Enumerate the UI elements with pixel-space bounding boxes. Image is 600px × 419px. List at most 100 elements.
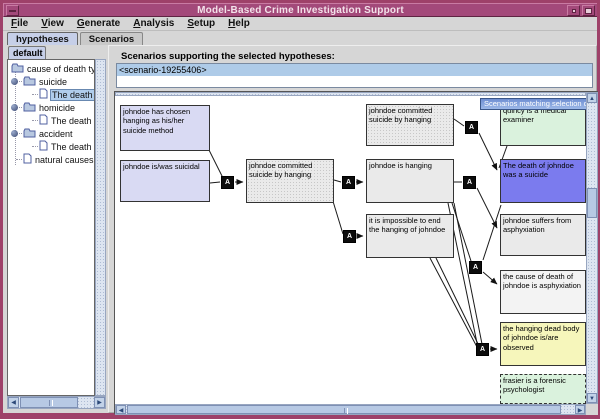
graph-node[interactable]: johndoe is hanging (366, 159, 454, 203)
scroll-thumb[interactable] (587, 188, 597, 218)
minimize-icon (572, 9, 576, 13)
and-node[interactable]: A (342, 176, 355, 189)
hypotheses-tree: cause of death typesuicideThe death of B… (7, 59, 95, 396)
menu-item-file[interactable]: File (11, 18, 29, 29)
scenario-panel-header: Scenarios supporting the selected hypoth… (121, 51, 335, 62)
folder-icon (11, 60, 24, 78)
scroll-left-icon: ◀ (118, 408, 124, 414)
document-icon (23, 151, 32, 169)
left-panel-tab-default[interactable]: default (8, 46, 46, 59)
and-node[interactable]: A (465, 121, 478, 134)
tree-expander-icon[interactable] (11, 104, 18, 111)
tree-item-cause-of-death-type[interactable]: cause of death type (8, 62, 94, 75)
tab-hypotheses[interactable]: hypotheses (7, 32, 78, 45)
tree-vertical-scrollbar[interactable] (95, 59, 106, 396)
tree-horizontal-scrollbar[interactable]: ◀ ▶ (7, 396, 106, 409)
scenario-list-item[interactable]: <scenario-19255406> (117, 64, 592, 76)
menu-item-generate[interactable]: Generate (76, 18, 121, 29)
graph-node[interactable]: johndoe is/was suicidal (120, 160, 210, 202)
tree-expander-icon[interactable] (11, 130, 18, 137)
graph-top-divider (115, 92, 586, 96)
tree-item-label: The death of B was (51, 115, 94, 126)
scroll-up-button[interactable]: ▲ (587, 93, 597, 103)
tree-connector-stub (32, 146, 38, 147)
thumb-notch (49, 400, 53, 406)
minimize-button[interactable] (567, 5, 580, 16)
menu-item-analysis[interactable]: Analysis (133, 18, 175, 29)
tree-item-the-death-of-b-was[interactable]: The death of B was (8, 88, 94, 101)
menu-item-view[interactable]: View (41, 18, 64, 29)
maximize-button[interactable] (582, 5, 595, 16)
tree-item-label: homicide (39, 102, 76, 113)
folder-icon (23, 125, 36, 143)
document-icon (39, 138, 48, 156)
and-node[interactable]: A (469, 261, 482, 274)
menu-item-setup[interactable]: Setup (187, 18, 216, 29)
tree-item-label: suicide (39, 76, 68, 87)
tree-item-the-death-of-b-was[interactable]: The death of B was (8, 140, 94, 153)
graph-vertical-scrollbar[interactable]: ▲ ▼ (586, 92, 598, 404)
and-node[interactable]: A (476, 343, 489, 356)
window-menu-button[interactable] (6, 5, 19, 16)
scroll-down-icon: ▼ (589, 396, 595, 402)
and-node[interactable]: A (463, 176, 476, 189)
tree-item-label: accident (39, 128, 73, 139)
scroll-thumb[interactable] (20, 397, 78, 408)
tree-connector-stub (16, 133, 22, 134)
scroll-up-icon: ▲ (589, 96, 595, 102)
graph-node[interactable]: it is impossible to end the hanging of j… (366, 214, 454, 258)
graph-node[interactable]: the hanging dead body of johndoe is/are … (500, 322, 586, 366)
scroll-thumb[interactable] (127, 405, 561, 414)
document-icon (39, 112, 48, 130)
graph-node[interactable]: frasier is a forensic psychologist (500, 374, 586, 404)
maximize-icon (585, 8, 592, 14)
menu-bar: File View Generate Analysis Setup Help (3, 17, 597, 31)
document-icon (39, 86, 48, 104)
scroll-down-button[interactable]: ▼ (587, 393, 597, 403)
window-title: Model-Based Crime Investigation Support (197, 5, 404, 16)
scrollbar-corner (586, 404, 598, 415)
tree-item-label: natural causes (35, 154, 94, 165)
tree-item-suicide[interactable]: suicide (8, 75, 94, 88)
graph-node[interactable]: johndoe committed suicide by hanging (246, 159, 334, 203)
scroll-right-button[interactable]: ▶ (575, 405, 585, 414)
scroll-right-icon: ▶ (97, 400, 102, 406)
tab-scenarios[interactable]: Scenarios (79, 32, 144, 45)
scroll-right-icon: ▶ (577, 408, 583, 414)
thumb-notch (344, 408, 348, 414)
scenario-list[interactable]: <scenario-19255406> (116, 63, 593, 88)
tree-connector-stub (32, 120, 38, 121)
matching-scenarios-frame-title[interactable]: Scenarios matching selection criteria (480, 98, 598, 110)
graph-node[interactable]: johndoe has chosen hanging as his/her su… (120, 105, 210, 151)
content-area: default cause of death typesuicideThe de… (3, 45, 598, 415)
graph-horizontal-scrollbar[interactable]: ◀ ▶ (115, 404, 586, 415)
graph-node[interactable]: quincy is a medical examiner (500, 104, 586, 146)
folder-icon (23, 99, 36, 117)
scroll-left-button[interactable]: ◀ (8, 397, 19, 408)
tree-item-accident[interactable]: accident (8, 127, 94, 140)
graph-node[interactable]: The death of johndoe was a suicide (500, 159, 586, 203)
title-bar[interactable]: Model-Based Crime Investigation Support (3, 3, 597, 17)
graph-node[interactable]: the cause of death of johndoe is asphyxi… (500, 270, 586, 314)
tree-item-the-death-of-b-was[interactable]: The death of B was (8, 114, 94, 127)
scenario-panel: Scenarios supporting the selected hypoth… (108, 45, 598, 415)
tree-connector-stub (32, 94, 38, 95)
menu-item-help[interactable]: Help (228, 18, 250, 29)
tree-item-natural-causes[interactable]: natural causes (8, 153, 94, 166)
and-node[interactable]: A (343, 230, 356, 243)
scroll-left-button[interactable]: ◀ (116, 405, 126, 414)
window-menu-icon (9, 10, 16, 12)
tree-connector-line (15, 69, 16, 165)
tree-connector-stub (16, 159, 22, 160)
scenario-graph: johndoe has chosen hanging as his/her su… (114, 91, 598, 415)
scroll-right-button[interactable]: ▶ (94, 397, 105, 408)
and-node[interactable]: A (221, 176, 234, 189)
tree-item-homicide[interactable]: homicide (8, 101, 94, 114)
tree-expander-icon[interactable] (11, 78, 18, 85)
graph-node[interactable]: johndoe suffers from asphyxiation (500, 214, 586, 256)
tree-connector-stub (16, 81, 22, 82)
tree-item-label: The death of B was (51, 141, 94, 152)
graph-node[interactable]: johndoe committed suicide by hanging (366, 104, 454, 146)
